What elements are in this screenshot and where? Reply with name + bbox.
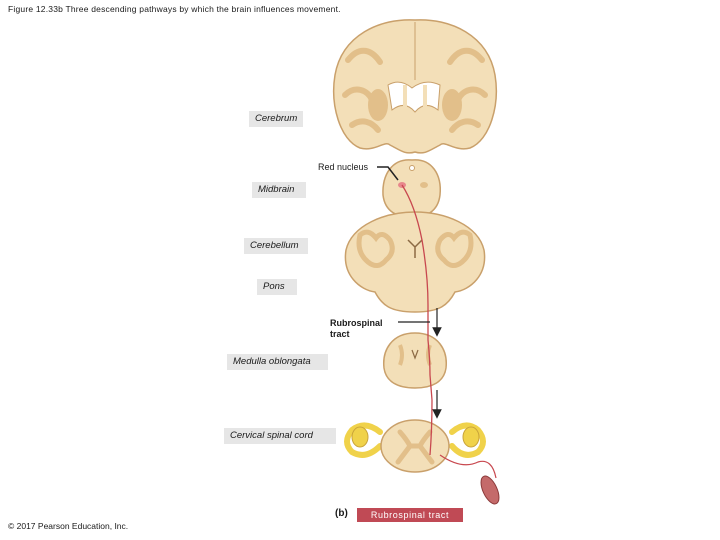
label-red-nucleus: Red nucleus xyxy=(318,162,369,172)
pons-cerebellum-section xyxy=(344,211,486,313)
label-cervical-spinal-cord: Cervical spinal cord xyxy=(224,428,336,444)
label-midbrain: Midbrain xyxy=(252,182,306,198)
copyright-notice: © 2017 Pearson Education, Inc. xyxy=(8,521,129,531)
panel-letter: (b) xyxy=(335,508,348,519)
medulla-section xyxy=(383,332,447,389)
figure-caption: Figure 12.33b Three descending pathways … xyxy=(8,4,341,14)
label-rubrospinal-tract: Rubrospinal tract xyxy=(330,318,383,339)
panel-title-banner: Rubrospinal tract xyxy=(357,508,463,522)
midbrain-section xyxy=(382,159,441,218)
cervical-cord-section xyxy=(344,419,486,473)
motor-axon xyxy=(439,454,497,479)
label-cerebellum: Cerebellum xyxy=(244,238,308,254)
red-nucleus-leader xyxy=(377,166,399,181)
cerebrum-section xyxy=(333,19,497,154)
label-medulla-oblongata: Medulla oblongata xyxy=(227,354,328,370)
muscle-icon xyxy=(480,475,500,505)
label-cerebrum: Cerebrum xyxy=(249,111,303,127)
label-pons: Pons xyxy=(257,279,297,295)
